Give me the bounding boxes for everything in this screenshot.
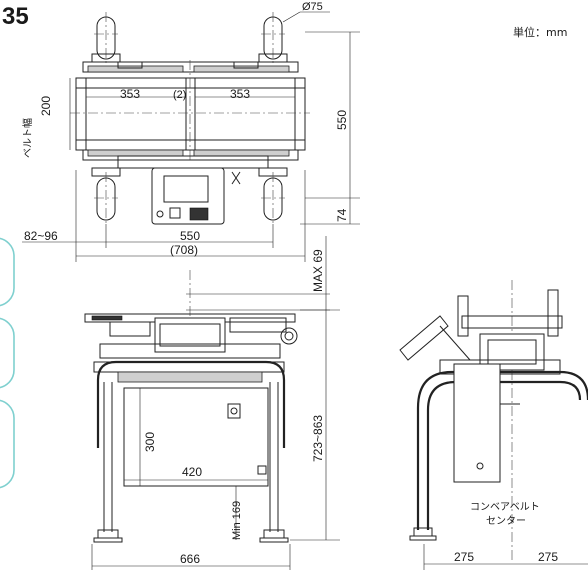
belt-center-label-line1: コンベアベルト <box>470 501 540 513</box>
front-view: MAX 69 300 420 <box>84 236 340 570</box>
left-tabs <box>0 237 15 489</box>
model-number-fragment: 35 <box>2 3 29 30</box>
adjust-range: 82~96 <box>24 229 58 243</box>
caster-top-left <box>91 12 121 64</box>
belt-gap: (2) <box>173 89 186 101</box>
side-view: コンベアベルト センター 275 275 <box>399 280 588 570</box>
side-left-half: 275 <box>454 550 474 564</box>
height-range: 723~863 <box>311 415 325 462</box>
overall-width: (708) <box>170 243 198 257</box>
min-clearance: Min 169 <box>231 501 243 540</box>
frame-width: 550 <box>180 229 200 243</box>
belt-left-length: 353 <box>120 87 140 101</box>
display-screen <box>163 175 209 203</box>
belt-width-label: ベルト幅 <box>21 118 34 158</box>
foot-offset: 74 <box>335 208 349 222</box>
box-height: 300 <box>143 432 157 452</box>
tilted-display <box>399 315 449 361</box>
rounded-tab-3 <box>0 399 15 489</box>
rounded-tab-2 <box>0 317 15 389</box>
rounded-tab-1 <box>0 237 15 307</box>
belt-center-label-line2: センター <box>486 515 526 527</box>
caster-top-right <box>258 12 288 64</box>
belt-right-length: 353 <box>230 87 250 101</box>
top-view: Ø75 353 (2) 353 ベルト幅 200 <box>21 1 360 262</box>
box-width: 420 <box>182 465 202 479</box>
base-width: 666 <box>180 552 200 566</box>
frame-depth: 550 <box>335 110 349 130</box>
max-height: MAX 69 <box>311 249 325 292</box>
caster-bottom-right <box>258 167 288 224</box>
caster-bottom-left <box>91 167 121 224</box>
diameter-label: Ø75 <box>302 1 323 13</box>
electrical-box <box>123 387 269 487</box>
belt-width-value: 200 <box>39 96 53 116</box>
unit-label: 単位：mm <box>513 25 567 39</box>
belt-outline <box>75 77 306 151</box>
side-right-half: 275 <box>538 550 558 564</box>
